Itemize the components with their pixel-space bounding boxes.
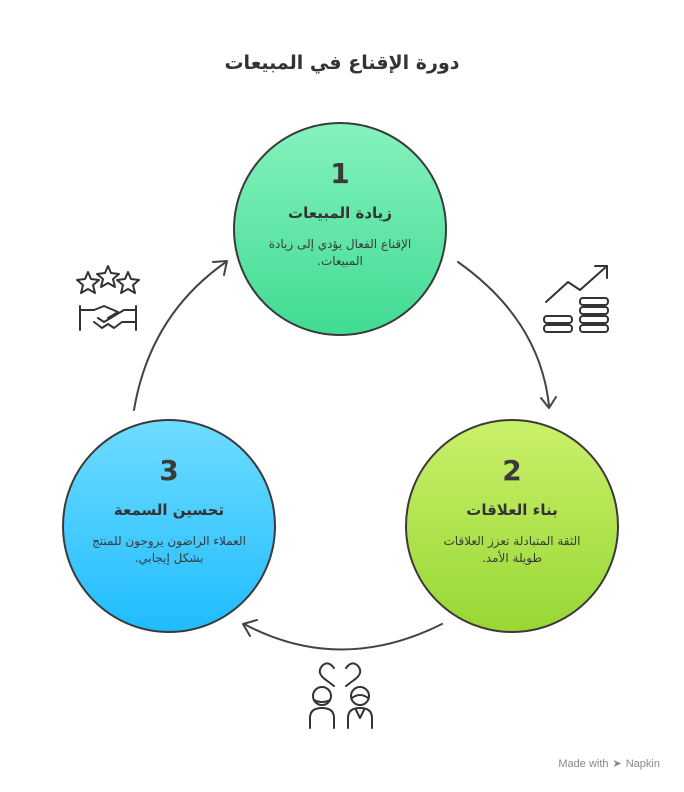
node-1-heading: زيادة المبيعات — [288, 204, 392, 222]
stars-handshake-icon — [76, 265, 140, 331]
arrow-1-to-2 — [457, 261, 550, 407]
arrow-1-to-2-head — [540, 396, 557, 409]
arrow-3-to-1-head — [212, 260, 228, 276]
node-1: 1 زيادة المبيعات الإقناع الفعال يؤدي إلى… — [250, 157, 430, 270]
footer-brand: Napkin — [625, 757, 660, 770]
node-1-circle — [233, 122, 447, 336]
people-heart-icon — [309, 662, 373, 729]
arrow-2-to-3 — [243, 623, 443, 651]
node-3-description: العملاء الراضون يروجون للمنتج بشكل إيجاب… — [92, 534, 246, 565]
node-2-description: الثقة المتبادلة تعزز العلاقات طويلة الأم… — [443, 534, 581, 565]
node-1-description: الإقناع الفعال يؤدي إلى زيادة المبيعات. — [268, 237, 412, 268]
node-2-heading: بناء العلاقات — [466, 501, 558, 519]
node-3-number: 3 — [159, 454, 179, 487]
node-2-number: 2 — [502, 454, 522, 487]
node-3: 3 تحسين السمعة العملاء الراضون يروجون لل… — [79, 454, 259, 567]
node-2: 2 بناء العلاقات الثقة المتبادلة تعزز الع… — [422, 454, 602, 567]
arrow-2-to-3-head — [242, 619, 258, 637]
footer-made-with: Made with — [558, 757, 609, 770]
napkin-footer[interactable]: Made with ➤ Napkin — [558, 757, 660, 771]
node-3-circle — [62, 419, 276, 633]
growth-chart-coins-icon — [543, 265, 609, 333]
node-2-circle — [405, 419, 619, 633]
node-1-number: 1 — [330, 157, 350, 190]
node-3-heading: تحسين السمعة — [113, 501, 225, 519]
diagram-title: دورة الإقناع في المبيعات — [224, 52, 460, 74]
arrow-3-to-1 — [133, 261, 227, 411]
napkin-logo-icon: ➤ — [612, 758, 622, 770]
